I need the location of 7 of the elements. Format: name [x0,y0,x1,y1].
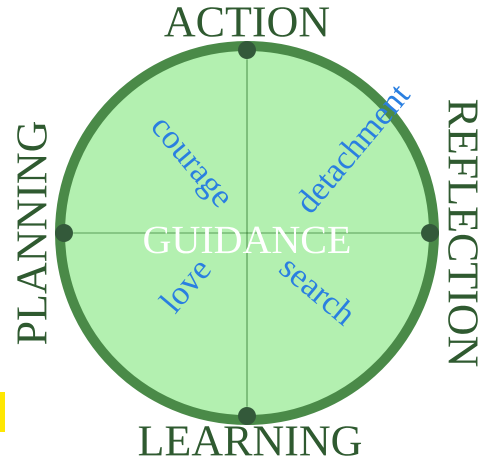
line [246,58,248,408]
stage-label: REFLECTION [448,100,478,366]
stage-label: LEARNING [138,426,362,456]
word-label: love [157,262,211,314]
ring [55,41,439,425]
stage-label: PLANNING [17,122,47,344]
stage-label: ACTION [164,7,330,37]
